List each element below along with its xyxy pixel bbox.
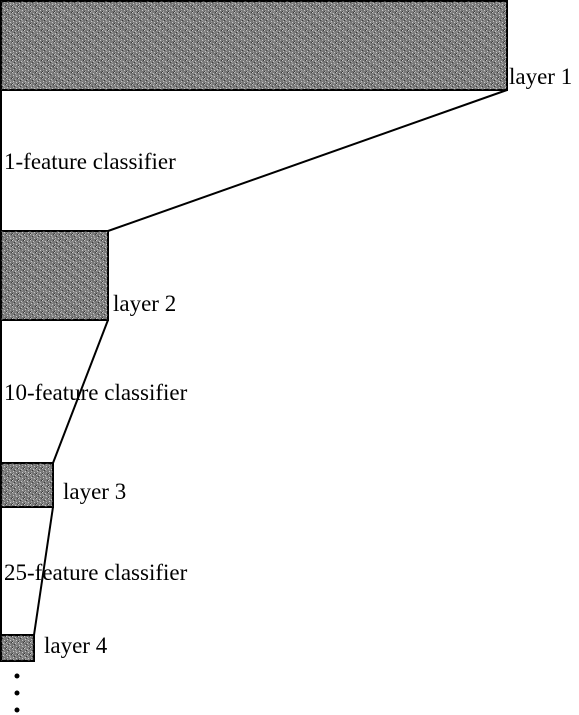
layer-4-block: [0, 634, 35, 662]
connector-layer3-to-layer4: [33, 506, 54, 636]
layer-2-block: [0, 230, 109, 321]
layer-1-block: [0, 0, 508, 91]
layer-3-block: [0, 462, 54, 508]
classifier-2-label: 10-feature classifier: [4, 380, 188, 405]
layer-3-label: layer 3: [63, 479, 127, 504]
layer-4-label: layer 4: [44, 633, 108, 658]
connector-layer1-to-layer2: [107, 89, 508, 232]
connector-layer2-to-layer3: [52, 319, 109, 464]
classifier-3-label: 25-feature classifier: [4, 560, 188, 585]
layer-1-label: layer 1: [509, 64, 573, 89]
continuation-dots: [14, 673, 20, 713]
classifier-1-label: 1-feature classifier: [4, 149, 176, 174]
layer-2-label: layer 2: [113, 291, 177, 316]
